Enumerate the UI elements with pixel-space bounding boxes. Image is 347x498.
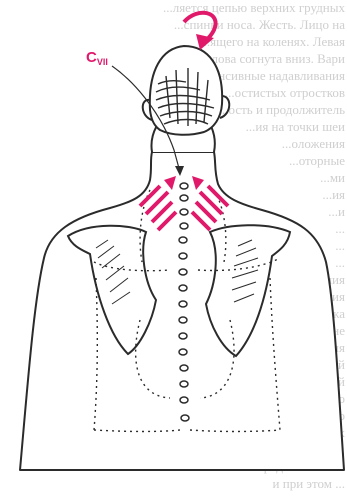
background-text-line: ...оложения xyxy=(282,136,345,151)
background-text-line: ...оторные xyxy=(289,153,345,168)
background-text-line: ... xyxy=(335,221,345,236)
background-text-line: ...ость и продолжитель xyxy=(219,102,345,117)
background-text-line: ...ия на точки шеи xyxy=(246,119,345,134)
background-text-line: ... xyxy=(335,238,345,253)
background-text-line: ... xyxy=(335,255,345,270)
background-text-line: ...ящего на коленях. Левая xyxy=(200,34,345,49)
background-text-line: ...ми xyxy=(320,170,345,185)
c7-vertebra-label: CVII xyxy=(86,50,108,67)
background-text-line: ...и xyxy=(328,204,345,219)
background-text-line: ...ия xyxy=(322,187,345,202)
background-text-line: ...спинки носа. Жесть. Лицо на xyxy=(174,17,345,32)
background-text-line: ...ляется цепью верхних грудных xyxy=(163,0,346,15)
background-text-line: ...остистых отростков xyxy=(225,85,345,100)
background-text-line: и при этом ... xyxy=(273,476,345,491)
